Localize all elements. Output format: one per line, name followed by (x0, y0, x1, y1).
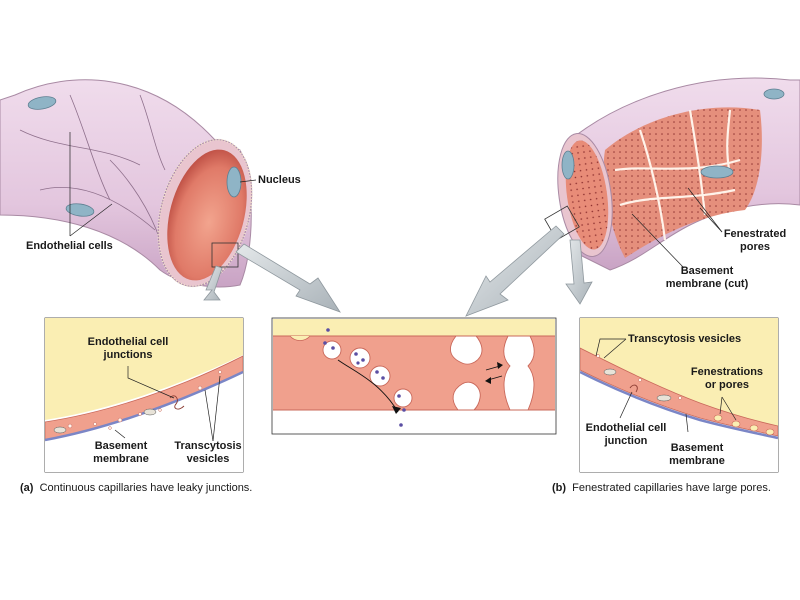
continuous-detail-box (211, 242, 239, 268)
label-basement-membrane-cut: Basement membrane (cut) (665, 265, 749, 290)
panel-b-endothelial-cell (580, 347, 778, 437)
label-transcytosis-vesicles-b: Transcytosis vesicles (628, 333, 742, 345)
caption-a: (a) Continuous capillaries have leaky ju… (20, 482, 252, 495)
caption-b-text: Fenestrated capillaries have large pores… (572, 482, 771, 494)
fenestrated-capillary (544, 77, 800, 271)
caption-a-text: Continuous capillaries have leaky juncti… (39, 482, 253, 494)
panel-a (44, 317, 244, 473)
panel-b-leader-lines (595, 338, 737, 433)
transport-pores (450, 335, 535, 411)
caption-b: (b) Fenestrated capillaries have large p… (552, 482, 771, 495)
fenestrated-lumen-nucleus (561, 150, 575, 180)
top-leader-lines (69, 132, 723, 269)
continuous-capillary (0, 79, 253, 288)
label-nucleus: Nucleus (258, 174, 301, 186)
label-transcytosis-vesicles-a: Transcytosis vesicles (174, 440, 242, 465)
transport-vesicles (322, 328, 413, 427)
transport-endothelial-layer (273, 336, 555, 410)
panel-a-leader-lines (114, 366, 221, 442)
label-endothelial-cells: Endothelial cells (26, 240, 113, 252)
panel-b-junction (629, 384, 638, 393)
caption-b-letter: (b) (552, 482, 567, 494)
fenestrated-detail-box (544, 205, 580, 241)
label-fenestrations-or-pores: Fenestrations or pores (690, 366, 764, 391)
label-basement-membrane-a: Basement membrane (93, 440, 149, 465)
label-basement-membrane-b: Basement membrane (669, 442, 725, 467)
magnification-arrows (203, 225, 593, 317)
panel-a-junction (169, 395, 185, 410)
panel-b-fenestrations (713, 414, 775, 436)
endothelial-junction-lines (19, 94, 166, 241)
continuous-basement-ring (157, 138, 253, 288)
label-endothelial-cell-junctions: Endothelial cell junctions (87, 336, 169, 361)
nucleus-outer-2 (65, 203, 95, 217)
nucleus-outer-1 (27, 96, 57, 110)
arrow-to-panel-b (565, 239, 593, 305)
label-endothelial-cell-junction-b: Endothelial cell junction (585, 422, 667, 447)
nucleus (226, 166, 242, 198)
panel-b-basement-membrane (580, 370, 778, 440)
panel-b (579, 317, 779, 473)
arrow-to-panel-a (203, 265, 223, 301)
arrow-to-center-panel-left (235, 243, 341, 313)
fenestrated-nucleus-1 (700, 165, 734, 179)
fenestrated-cell-boundaries (614, 109, 741, 241)
label-fenestrated-pores: Fenestrated pores (723, 228, 787, 253)
caption-a-letter: (a) (20, 482, 34, 494)
fenestrated-nucleus-2 (763, 88, 785, 100)
arrow-to-center-panel-right (465, 225, 565, 317)
panel-a-vesicles (67, 370, 222, 430)
panel-transport (271, 317, 557, 435)
